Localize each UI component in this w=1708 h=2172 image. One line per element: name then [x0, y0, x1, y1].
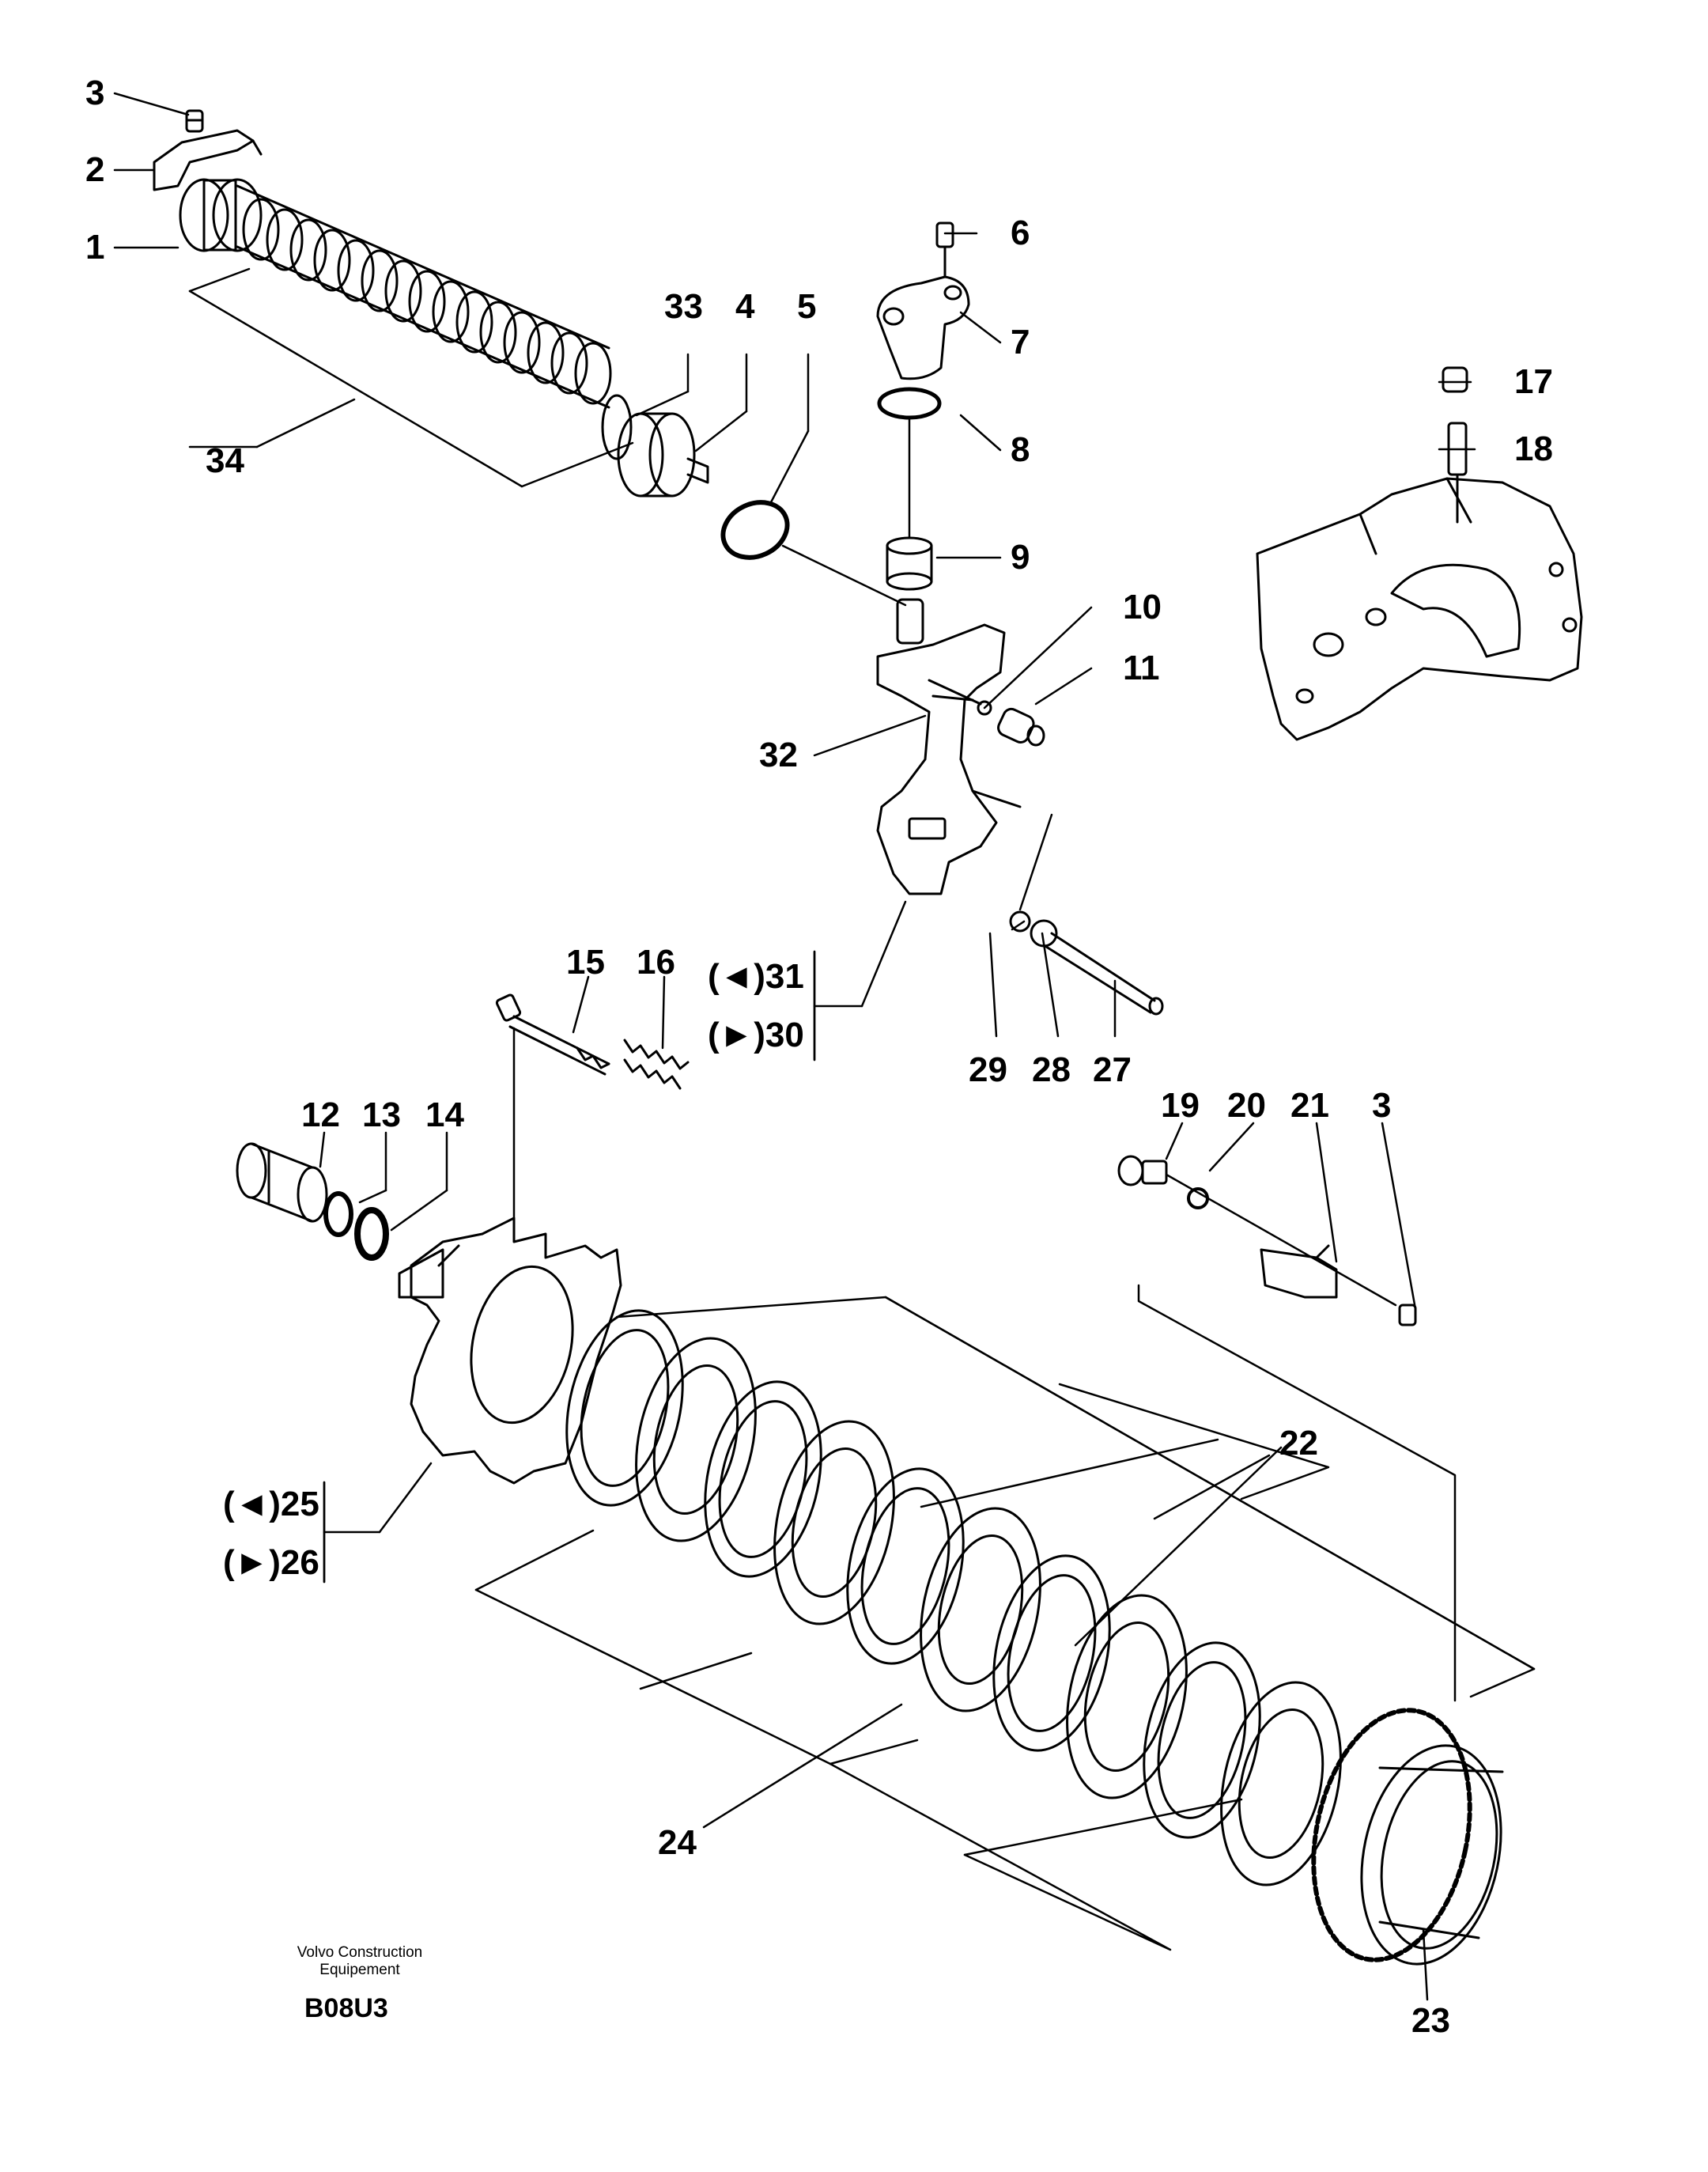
callout-18: 18: [1514, 429, 1553, 468]
callout-16: 16: [637, 943, 675, 982]
friction-disc: [992, 1554, 1111, 1752]
callout-23: 23: [1411, 2001, 1450, 2040]
spring-assembly-part-34: [179, 178, 709, 498]
callout-10: 10: [1123, 588, 1162, 626]
callout-34: 34: [206, 441, 244, 480]
callout-21: 21: [1290, 1086, 1329, 1125]
callout-1: 1: [85, 228, 105, 267]
callout-15: 15: [566, 943, 605, 982]
steel-disc: [773, 1420, 895, 1625]
publisher-credit: Volvo Construction Equipement: [277, 1944, 443, 1979]
friction-disc: [704, 1380, 822, 1578]
splined-hub-part-23: [1311, 1708, 1504, 1966]
bolt-part-15: [495, 993, 610, 1076]
nut-part-11: [997, 707, 1045, 747]
credit-line-1: Volvo Construction: [297, 1944, 423, 1961]
o-ring-part-5: [720, 500, 790, 560]
callout-24: 24: [658, 1823, 697, 1862]
callout-6: 6: [1011, 214, 1030, 252]
callout-30: (►)30: [708, 1016, 804, 1054]
piston-part-4: [617, 412, 709, 498]
sleeve-part-9: [886, 536, 933, 591]
clutch-disc-stack: [565, 1309, 1342, 1886]
steel-disc: [1066, 1594, 1188, 1799]
screw-part-6: [935, 221, 954, 278]
seal-part-13: [323, 1191, 353, 1237]
callout-2: 2: [85, 150, 105, 189]
callout-31: (◄)31: [708, 957, 804, 996]
friction-disc: [1143, 1641, 1261, 1839]
callout-12: 12: [301, 1095, 340, 1134]
callout-32: 32: [759, 736, 798, 774]
callout-11: 11: [1123, 649, 1160, 687]
callout-19: 19: [1161, 1086, 1200, 1125]
plug-part-17: [1442, 366, 1468, 393]
steel-disc: [920, 1507, 1041, 1712]
callout-33: 33: [664, 287, 703, 326]
callout-25: (◄)25: [223, 1485, 319, 1523]
bracket-part-2: [153, 129, 263, 191]
callout-27: 27: [1093, 1050, 1132, 1089]
spring-part-16: [623, 1039, 690, 1090]
bracket-lines: [323, 950, 816, 1584]
callout-5: 5: [797, 287, 817, 326]
washer-part-29: [1009, 910, 1031, 933]
carrier-plate-part-25: [398, 1217, 622, 1485]
screw-part-3-bottom: [1398, 1304, 1417, 1326]
credit-line-2: Equipement: [319, 1961, 400, 1978]
grouping-lines: [188, 267, 1536, 1951]
seal-part-14: [354, 1207, 389, 1261]
nut-part-28: [1030, 919, 1058, 948]
callout-7: 7: [1011, 323, 1030, 361]
callout-22: 22: [1279, 1424, 1318, 1463]
screw-part-3-top: [185, 109, 204, 133]
callout-3: 3: [85, 74, 105, 112]
callout-13: 13: [362, 1095, 401, 1134]
cover-part-7: [876, 275, 970, 380]
plug-part-19: [1117, 1155, 1168, 1186]
friction-disc: [565, 1309, 684, 1507]
callout-17: 17: [1514, 362, 1553, 401]
bushing-part-12: [236, 1142, 328, 1223]
steel-disc: [1220, 1681, 1342, 1886]
callout-3-bottom: 3: [1372, 1086, 1392, 1125]
pin-part-10: [928, 679, 992, 716]
callout-14: 14: [425, 1095, 464, 1134]
sensor-part-21: [1260, 1244, 1338, 1299]
callout-9: 9: [1011, 538, 1030, 577]
image-code: B08U3: [304, 1993, 388, 2023]
callout-29: 29: [969, 1050, 1007, 1089]
callout-4: 4: [735, 287, 755, 326]
steel-disc: [635, 1337, 757, 1542]
ring-part-33: [601, 394, 633, 460]
callout-8: 8: [1011, 430, 1030, 469]
callout-20: 20: [1227, 1086, 1266, 1125]
rod-part-27: [1042, 932, 1164, 1016]
friction-disc: [846, 1467, 965, 1665]
callout-28: 28: [1032, 1050, 1071, 1089]
shift-fork-part-32: [876, 598, 1022, 895]
housing: [1256, 477, 1583, 741]
o-ring-part-8: [877, 387, 942, 420]
callout-26: (►)26: [223, 1543, 319, 1582]
